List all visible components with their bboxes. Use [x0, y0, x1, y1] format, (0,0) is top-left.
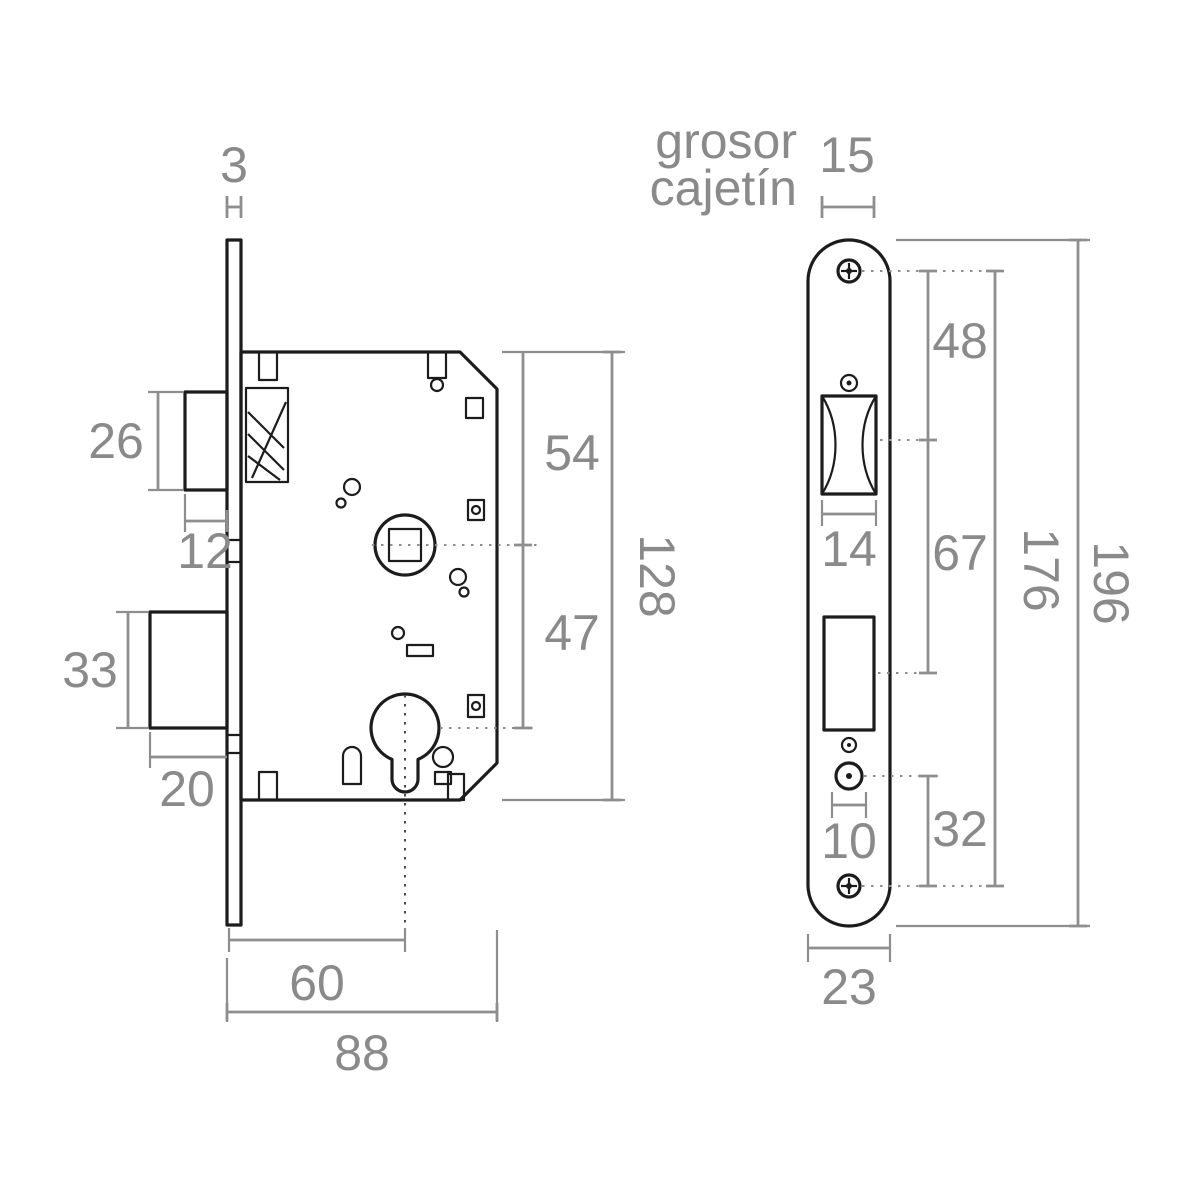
- front-view-leaders: [862, 270, 995, 887]
- dim-latch-projection: 12: [177, 523, 233, 579]
- dim-top-to-follower: 54: [544, 425, 600, 481]
- dim-case-thickness-group: 15: [819, 127, 876, 218]
- cylinder-hole: [834, 761, 864, 791]
- dim-backset: 60: [289, 955, 345, 1011]
- front-view-dimensions: 48 14 67 10 32 176: [806, 238, 1139, 1015]
- dim-deadbolt-projection: 20: [159, 761, 215, 817]
- caption-grosor: grosor: [655, 113, 797, 169]
- dim-plate-width: 23: [821, 959, 877, 1015]
- deadbolt: [148, 610, 229, 730]
- side-view-dimensions: 3 26 12 33 20 54 47: [62, 137, 685, 1081]
- dim-deadbolt-height: 33: [62, 642, 118, 698]
- dim-latch-height: 26: [88, 413, 144, 469]
- dim-latch-width: 14: [821, 521, 877, 577]
- caption-cajetin: cajetín: [650, 160, 797, 216]
- dim-latch-to-bolt: 67: [932, 525, 988, 581]
- dim-case-thickness: 15: [819, 127, 875, 183]
- dim-case-height: 128: [629, 534, 685, 617]
- latch-bolt: [183, 390, 229, 492]
- fixing-screw-upper: [839, 373, 859, 393]
- deadbolt-cutout: [822, 615, 876, 732]
- dim-hole-spacing: 176: [1013, 528, 1069, 611]
- screw-hole-bottom: [836, 873, 862, 899]
- screw-hole-top: [836, 258, 862, 284]
- dim-follower-to-cylinder: 47: [544, 605, 600, 661]
- internal-small-parts: [335, 477, 470, 786]
- faceplate-edge: [225, 238, 243, 927]
- euro-cylinder: [369, 692, 441, 794]
- dim-case-depth: 88: [334, 1025, 390, 1081]
- latch-mechanism: [244, 386, 290, 484]
- dim-bolt-to-hole: 32: [932, 801, 988, 857]
- dim-hole-to-latch: 48: [932, 313, 988, 369]
- front-view: grosor cajetín 15: [650, 113, 1139, 1015]
- dim-plate-height: 196: [1083, 541, 1139, 624]
- latch-cutout: [820, 394, 878, 496]
- dim-faceplate-thickness: 3: [220, 137, 248, 193]
- dim-cylinder-hole: 10: [821, 813, 877, 869]
- case-fixing-posts: [225, 350, 486, 802]
- side-view-centerlines: [372, 544, 537, 948]
- side-view: 3 26 12 33 20 54 47: [62, 137, 685, 1081]
- lock-case-outline: [239, 350, 499, 802]
- fixing-screw-lower: [840, 736, 858, 754]
- faceplate-front: [806, 238, 892, 928]
